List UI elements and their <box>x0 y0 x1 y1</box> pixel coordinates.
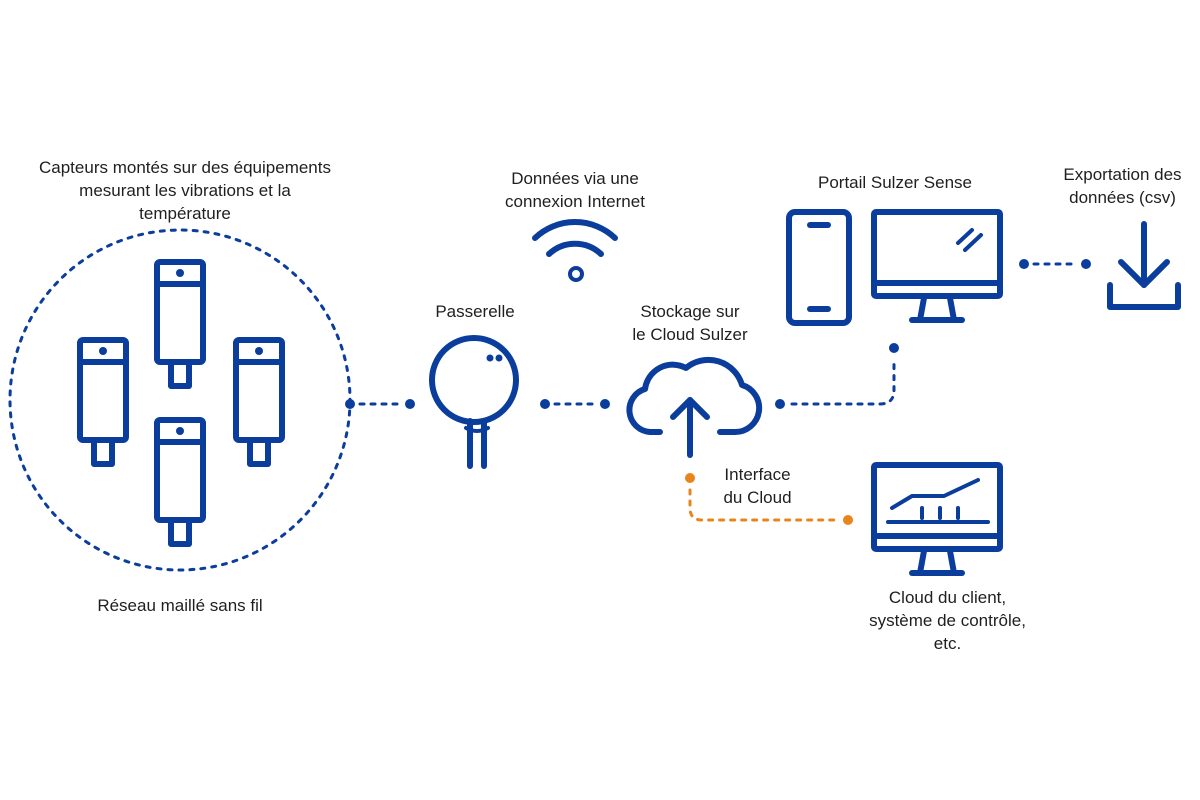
gateway-label: Passerelle <box>435 302 515 321</box>
cloud-interface-label: Interface du Cloud <box>723 465 792 507</box>
monitor-icon <box>871 209 1003 323</box>
sensor-icon <box>77 337 129 467</box>
chart-monitor-icon <box>871 462 1003 576</box>
download-icon <box>1107 221 1181 310</box>
cloud-upload-icon <box>626 356 763 458</box>
connector-mesh-gateway <box>345 399 415 409</box>
gateway-icon <box>429 335 519 469</box>
sensor-icon <box>154 259 206 389</box>
smartphone-icon <box>786 209 852 326</box>
connector-cloud-client <box>685 473 853 525</box>
wifi-icon <box>532 219 618 282</box>
connector-gateway-cloud <box>540 399 610 409</box>
cloud-storage-label: Stockage sur le Cloud Sulzer <box>632 302 748 344</box>
connector-cloud-portal <box>775 343 899 409</box>
sensors-label: Capteurs montés sur des équipements mesu… <box>39 158 331 223</box>
portal-label: Portail Sulzer Sense <box>817 173 973 192</box>
client-cloud-label: Cloud du client, système de contrôle, et… <box>869 588 1026 653</box>
internet-label: Données via une connexion Internet <box>505 169 645 211</box>
export-label: Exportation des données (csv) <box>1063 165 1182 207</box>
connector-portal-export <box>1019 259 1091 269</box>
sensor-icon <box>233 337 285 467</box>
mesh-network-label: Réseau maillé sans fil <box>97 596 263 615</box>
sensor-icon <box>154 417 206 547</box>
